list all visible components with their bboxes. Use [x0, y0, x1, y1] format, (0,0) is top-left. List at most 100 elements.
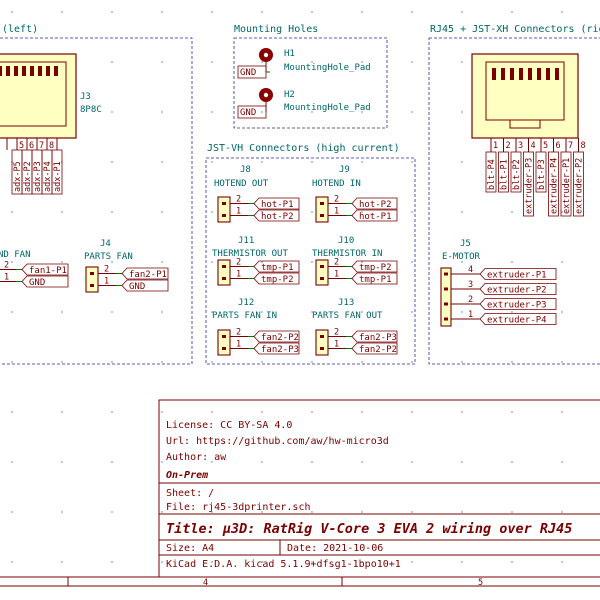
pin-number: 2	[334, 195, 339, 205]
mounting-hole-h2[interactable]: GND H2 MountingHole_Pad	[237, 88, 371, 119]
pin-number: 2	[506, 141, 511, 151]
net-label: hot-P2	[359, 200, 392, 210]
pin-number: 1	[334, 207, 339, 217]
net-label: blt-P2	[512, 159, 522, 190]
grid-dot	[61, 211, 63, 213]
grid-dot	[211, 161, 213, 163]
net-label-box	[351, 342, 398, 355]
net-label: tmp-P1	[261, 263, 294, 273]
grid-dot	[261, 211, 263, 213]
grid-dot	[311, 311, 313, 313]
pin-contact	[320, 347, 324, 350]
grid-dot	[561, 211, 563, 213]
net-label: adx-P5	[13, 161, 23, 192]
net-label-box	[253, 197, 300, 210]
net-label: extruder-P3	[487, 301, 547, 311]
grid-dot	[261, 461, 263, 463]
value-j10: THERMISTOR IN	[312, 249, 382, 259]
grid-dot	[511, 311, 513, 313]
grid-dot	[461, 361, 463, 363]
ref-j4: J4	[100, 239, 111, 249]
grid-dot	[361, 11, 363, 13]
rj45-contact	[6, 66, 10, 76]
rj45-contact	[0, 66, 2, 76]
ref-h2: H2	[284, 90, 295, 100]
grid-dot	[361, 561, 363, 563]
pin-number: 2	[334, 328, 339, 338]
grid-dot	[111, 211, 113, 213]
pin-contact	[222, 214, 226, 217]
grid-dot	[361, 361, 363, 363]
grid-dot	[161, 11, 163, 13]
rj45-contact	[22, 66, 26, 76]
net-label-box	[21, 263, 69, 276]
pin-number: 6	[556, 141, 561, 151]
net-label: adx-P1	[53, 161, 63, 192]
pin-number: 3	[468, 280, 473, 290]
group-box-jst-vh	[205, 157, 416, 365]
net-label-box	[121, 279, 169, 292]
pin-contact	[222, 347, 226, 350]
grid-dot	[411, 261, 413, 263]
net-label-box	[253, 209, 300, 222]
grid-dot	[461, 411, 463, 413]
pin-number: 8	[581, 141, 586, 151]
rj45-contact	[30, 66, 34, 76]
net-label: extruder-P1	[487, 271, 547, 281]
value-j9: HOTEND IN	[312, 179, 361, 189]
pin-contact	[444, 302, 448, 306]
group-box-left-top	[0, 37, 193, 365]
net-label: fan2-P3	[359, 333, 397, 343]
connector-j5[interactable]: 4extruder-P13extruder-P22extruder-P31ext…	[440, 265, 557, 327]
grid-dot	[261, 161, 263, 163]
mounting-hole-h1[interactable]: GND H1 MountingHole_Pad	[237, 48, 371, 79]
rj45-contact	[519, 68, 523, 80]
net-label-box	[351, 209, 398, 222]
pin-number: 7	[39, 141, 44, 151]
connector-body	[217, 329, 231, 356]
kicad-version-text: KiCad E.D.A. kicad 5.1.9+dfsg1-1bpo10+1	[166, 559, 401, 570]
group-title-mounting: Mounting Holes	[234, 24, 318, 35]
company-text: On-Prem	[166, 470, 208, 481]
license-text: License: CC BY-SA 4.0	[166, 420, 292, 431]
connector-j3[interactable]: J3 8P8C	[0, 53, 102, 139]
net-label: extruder-P4	[487, 316, 547, 326]
grid-dot	[311, 61, 313, 63]
grid-dot	[161, 561, 163, 563]
pin-contact	[320, 335, 324, 338]
pin-number: 4	[468, 265, 473, 275]
grid-dot	[411, 411, 413, 413]
url-text: Url: https://github.com/aw/hw-micro3d	[166, 436, 389, 447]
grid-dot	[211, 211, 213, 213]
grid-dot	[61, 311, 63, 313]
grid-dot	[311, 161, 313, 163]
rj45-contact	[38, 66, 42, 76]
grid-dot	[211, 361, 213, 363]
value-j5: E-MOTOR	[442, 252, 481, 262]
net-label-box	[498, 151, 509, 193]
grid-dot	[261, 511, 263, 513]
grid-dot	[561, 461, 563, 463]
sheet-text: Sheet: /	[166, 488, 214, 499]
grid-dot	[411, 511, 413, 513]
pin-number: 6	[29, 141, 34, 151]
grid-dot	[311, 561, 313, 563]
grid-dot	[61, 561, 63, 563]
rj45-contact	[46, 66, 50, 76]
grid-dot	[511, 411, 513, 413]
rj45-inner	[485, 61, 565, 121]
grid-dot	[461, 311, 463, 313]
connector-rj45-right[interactable]	[471, 53, 579, 139]
grid-dot	[111, 311, 113, 313]
title-text: Title: µ3D: RatRig V-Core 3 EVA 2 wiring…	[166, 521, 572, 537]
